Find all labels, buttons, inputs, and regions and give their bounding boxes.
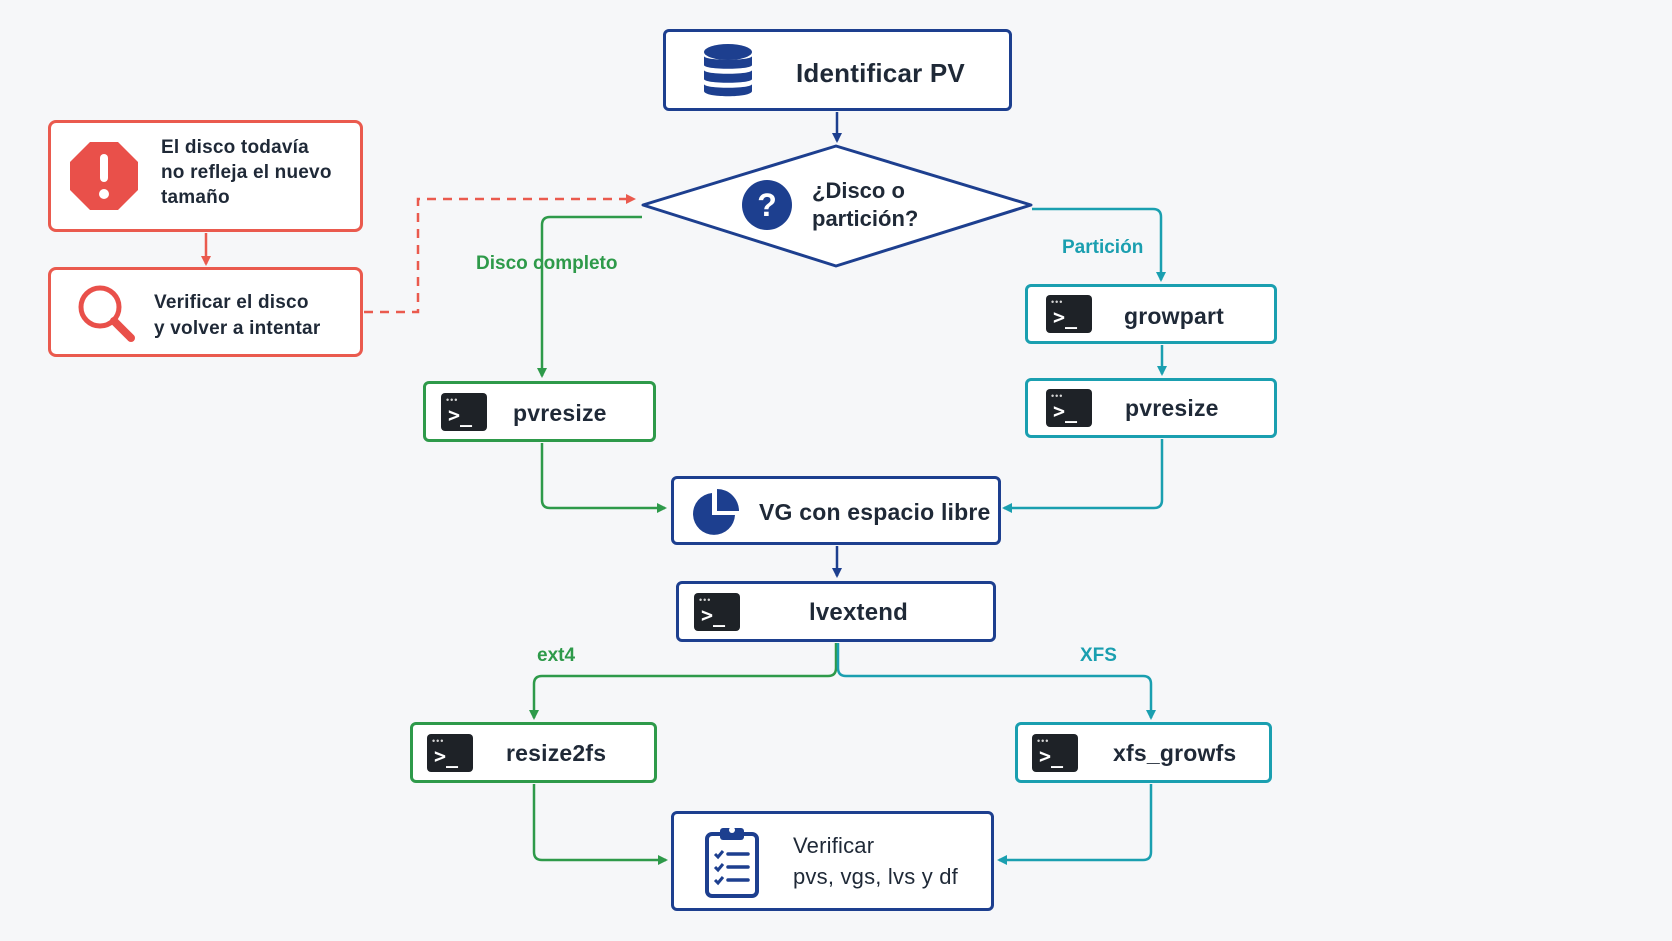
vg-free-label: VG con espacio libre <box>759 499 991 525</box>
xfs-growfs-label: xfs_growfs <box>1113 740 1237 766</box>
arrow-xfs-to-verify <box>997 784 1153 865</box>
arrow-decision-to-growpart <box>1032 207 1166 282</box>
edge-label-disk: Disco completo <box>476 253 618 274</box>
edge-label-xfs: XFS <box>1080 645 1117 666</box>
pvresize-disk-label: pvresize <box>513 400 607 426</box>
lvextend-node: •••>_ lvextend <box>676 581 996 642</box>
edge-label-ext4: ext4 <box>537 645 576 666</box>
arrow-pvresize-part-to-vg <box>1002 439 1164 513</box>
retry-label: Verificar el disco y volver a intentar <box>154 292 321 339</box>
pvresize-part-node: •••>_ pvresize <box>1025 378 1277 438</box>
growpart-node: •••>_ growpart <box>1025 284 1277 344</box>
stop-alert-icon <box>70 142 138 210</box>
svg-text:?: ? <box>757 187 777 223</box>
retry-node: Verificar el disco y volver a intentar <box>48 267 363 357</box>
magnifier-icon <box>78 285 135 342</box>
database-icon <box>704 44 752 97</box>
arrow-lvextend-to-xfs <box>836 643 1156 720</box>
error-label: El disco todavía no refleja el nuevo tam… <box>161 137 332 208</box>
growpart-label: growpart <box>1124 303 1224 329</box>
arrow-lvextend-to-resize2fs <box>529 643 838 720</box>
terminal-icon: •••>_ <box>441 393 487 431</box>
edge-label-partition: Partición <box>1062 237 1144 258</box>
resize2fs-label: resize2fs <box>506 740 607 766</box>
lvextend-label: lvextend <box>809 599 908 626</box>
verify-label: Verificar pvs, vgs, lvs y df <box>793 833 958 889</box>
identify-pv-label: Identificar PV <box>796 58 965 88</box>
decision-diamond <box>641 144 1033 268</box>
resize2fs-node: •••>_ resize2fs <box>410 722 657 783</box>
clipboard-checklist-icon <box>705 827 759 898</box>
vg-free-node: VG con espacio libre <box>671 476 1001 545</box>
xfs-growfs-node: •••>_ xfs_growfs <box>1015 722 1272 783</box>
error-node: El disco todavía no refleja el nuevo tam… <box>48 120 363 232</box>
terminal-icon: •••>_ <box>1032 734 1078 772</box>
pvresize-disk-node: •••>_ pvresize <box>423 381 656 442</box>
question-icon: ? <box>742 180 792 230</box>
decision-label: ¿Disco o partición? <box>812 178 919 231</box>
arrow-retry-to-decision-dashed <box>364 194 636 314</box>
terminal-icon: •••>_ <box>694 593 740 631</box>
identify-pv-node: Identificar PV <box>663 29 1012 111</box>
terminal-icon: •••>_ <box>427 734 473 772</box>
terminal-icon: •••>_ <box>1046 389 1092 427</box>
pvresize-part-label: pvresize <box>1125 395 1219 421</box>
terminal-icon: •••>_ <box>1046 295 1092 333</box>
arrow-resize2fs-to-verify <box>532 784 668 865</box>
verify-node: Verificar pvs, vgs, lvs y df <box>671 811 994 911</box>
pie-chart-icon <box>693 489 739 535</box>
arrow-pvresize-disk-to-vg <box>540 443 667 513</box>
arrow-decision-to-pvresize-disk <box>537 215 642 378</box>
